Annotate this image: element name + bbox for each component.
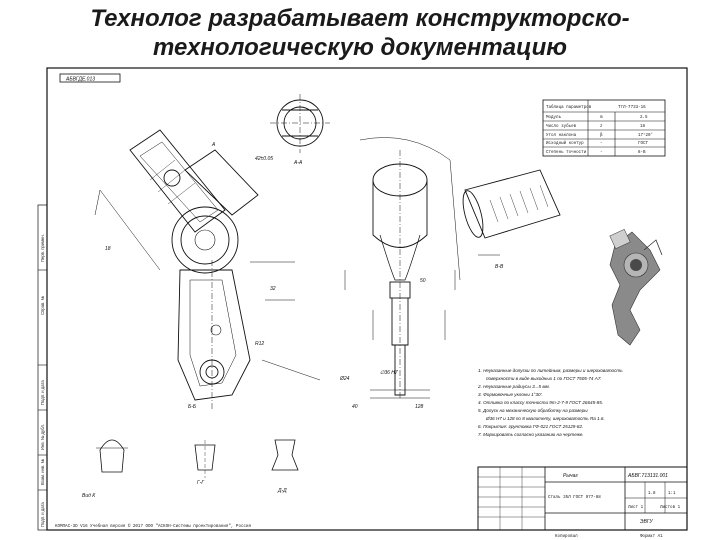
title-block-name: Рычаг xyxy=(563,473,578,479)
param-row-3-val: 17°20' xyxy=(638,133,653,138)
section-label-2: Б-Б xyxy=(188,404,197,410)
small-section-views xyxy=(96,439,299,478)
param-header-left: Таблица параметров xyxy=(546,105,592,110)
param-row-4-sym: - xyxy=(600,142,603,146)
isometric-3d-view xyxy=(609,228,663,346)
side-caption-5: Взам. инв. № xyxy=(40,459,45,485)
side-caption-4: Инв. № дубл. xyxy=(40,424,45,450)
dimension-label-9: 128 xyxy=(415,404,424,410)
param-row-1-name: Модуль xyxy=(546,116,562,120)
dimension-label-8: 40 xyxy=(352,404,358,410)
dimension-label-4: R12 xyxy=(255,341,264,347)
tech-note-1: 1. Неуказанные допуски по литейным, разм… xyxy=(478,367,623,373)
slide-title-line-1: Технолог разрабатывает конструкторско- xyxy=(90,5,630,32)
title-block-sheet: Лист 1 xyxy=(628,506,644,510)
param-row-4-name: Исходный контур xyxy=(546,141,584,146)
title-block-scale: 1:1 xyxy=(668,492,676,496)
slide-title: Технолог разрабатывает конструкторско- т… xyxy=(0,4,720,62)
title-block-material: Сталь 35Л ГОСТ 977-88 xyxy=(548,496,601,500)
lever-elevation-view xyxy=(344,137,461,400)
left-margin-strip xyxy=(37,204,48,531)
param-row-5-name: Степень точности xyxy=(546,151,587,155)
stamp-text: АБВГДЕ.013 xyxy=(65,77,95,83)
section-view-right xyxy=(462,169,561,256)
detail-label-A: А xyxy=(211,142,216,148)
param-row-4-val: ГОСТ xyxy=(638,142,649,146)
parameter-table: Таблица параметров ТтЛ-7733-16 Модуль m … xyxy=(542,99,666,157)
tech-note-7: Ø36 H7 и 128 по 8 квалитету, шероховатос… xyxy=(485,416,605,421)
detail-label-vid-k: Вид К xyxy=(82,493,96,499)
section-label-1: А-А xyxy=(293,160,303,166)
lever-plan-view xyxy=(94,129,321,410)
dimension-label-6: 50 xyxy=(420,278,426,284)
title-block-doc-number: ЭВГУ xyxy=(640,519,654,525)
top-left-stamp xyxy=(59,73,121,83)
param-row-2-sym: z xyxy=(600,125,603,129)
title-block xyxy=(477,466,688,531)
title-block-mass: 1.8 xyxy=(648,492,656,496)
tech-note-9: 7. Маркировать согласно указанию на черт… xyxy=(478,432,584,437)
title-block-code: АБВГ.713131.001 xyxy=(627,473,668,479)
dimension-label-1: 42±0.05 xyxy=(255,156,273,162)
technical-notes: 1. Неуказанные допуски по литейным, разм… xyxy=(477,367,623,437)
param-row-2-name: Число зубьев xyxy=(546,124,577,129)
param-header-right: ТтЛ-7733-16 xyxy=(618,106,646,110)
param-row-3-name: Угол наклона xyxy=(546,134,577,138)
ring-view xyxy=(270,94,330,153)
param-row-5-sym: - xyxy=(600,151,603,155)
section-label-5: Д-Д xyxy=(277,488,287,494)
dimension-label-3: 32 xyxy=(270,286,276,292)
title-block-format: Формат А1 xyxy=(640,534,663,539)
side-caption-2: Справ. № xyxy=(40,295,45,315)
tech-note-5: 4. Отливка по классу точности 9т-2-7-9 Г… xyxy=(478,400,603,405)
tech-note-4: 3. Формовочные уклоны 1°30'. xyxy=(478,392,543,397)
slide-title-line-2: технологическую документацию xyxy=(152,34,567,61)
tech-note-6: 5. Допуск на механическую обработку на р… xyxy=(478,408,588,413)
sheet-frame xyxy=(46,67,688,531)
dimension-label-2: 18 xyxy=(105,246,111,252)
title-block-sheets: Листов 1 xyxy=(660,506,681,510)
side-caption-3: Подп. и дата xyxy=(40,380,45,405)
dimension-label-5: Ø24 xyxy=(339,376,350,382)
tech-note-8: 6. Покрытие: грунтовка ГФ-021 ГОСТ 25129… xyxy=(478,424,583,429)
section-label-4: Г-Г xyxy=(197,480,205,486)
dimension-label-7: ∅36 H7 xyxy=(380,370,398,376)
section-label-3: В-В xyxy=(495,264,504,270)
title-block-copied: Копировал xyxy=(555,535,578,539)
param-row-5-val: 8-В xyxy=(638,151,646,155)
tech-note-3: 2. Неуказанные радиусы 3...5 мм. xyxy=(477,384,550,389)
tech-note-2: поверхности в виде выходных 1 по ГОСТ 75… xyxy=(486,376,602,381)
param-row-2-val: 18 xyxy=(640,125,646,129)
side-caption-6: Подп. и дата xyxy=(40,502,45,527)
param-row-1-sym: m xyxy=(600,116,603,120)
param-row-1-val: 2.5 xyxy=(640,116,648,120)
side-caption-1: Перв. примен. xyxy=(40,234,45,262)
param-row-3-sym: β xyxy=(600,133,603,138)
bottom-left-footer: КОМПАС-3D V16 Учебная версия © 2017 ООО … xyxy=(55,524,251,529)
